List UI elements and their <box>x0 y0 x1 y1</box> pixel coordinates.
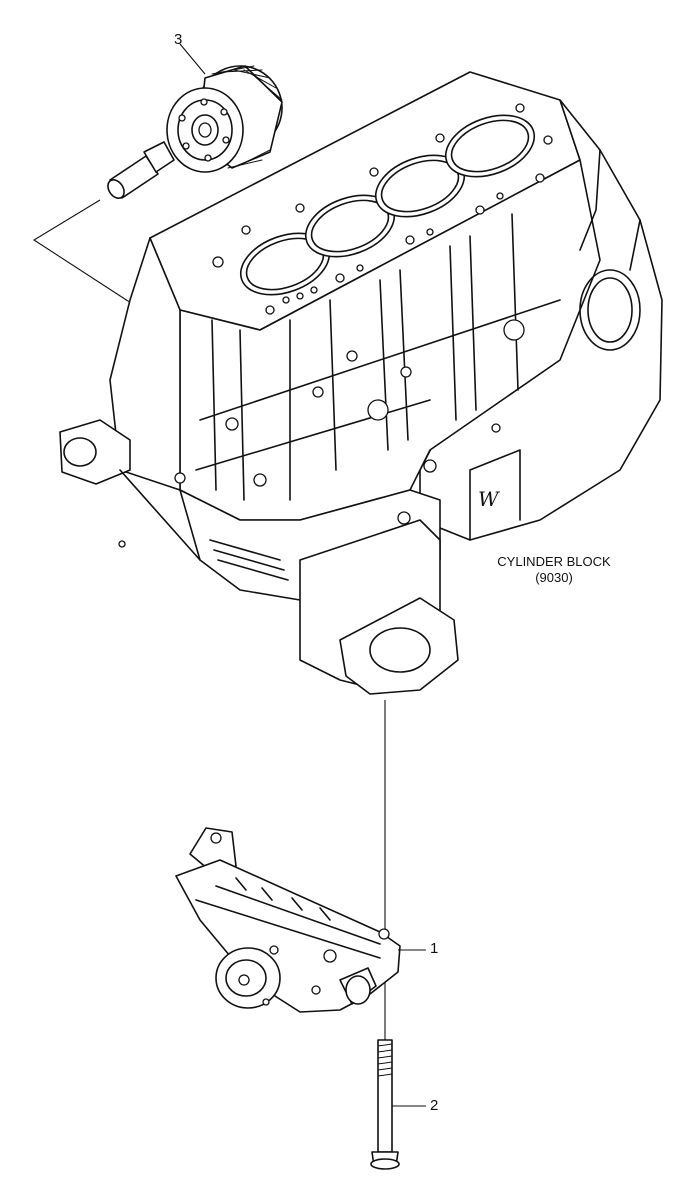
bolt <box>370 1039 400 1170</box>
cylinder-block-ref: (9030) <box>535 570 573 585</box>
oil-pump <box>175 827 401 1013</box>
cylinder-block-label: CYLINDER BLOCK (9030) <box>474 554 634 586</box>
svg-text:W: W <box>478 487 500 511</box>
oil-filter <box>166 65 283 173</box>
callout-bolt: 2 <box>430 1097 439 1114</box>
cylinder-block: W <box>59 71 663 695</box>
oil-filter-fitting <box>107 141 175 199</box>
callout-oil-filter: 3 <box>174 31 183 48</box>
callout-oil-pump: 1 <box>430 940 439 957</box>
cylinder-block-name: CYLINDER BLOCK <box>497 554 611 569</box>
